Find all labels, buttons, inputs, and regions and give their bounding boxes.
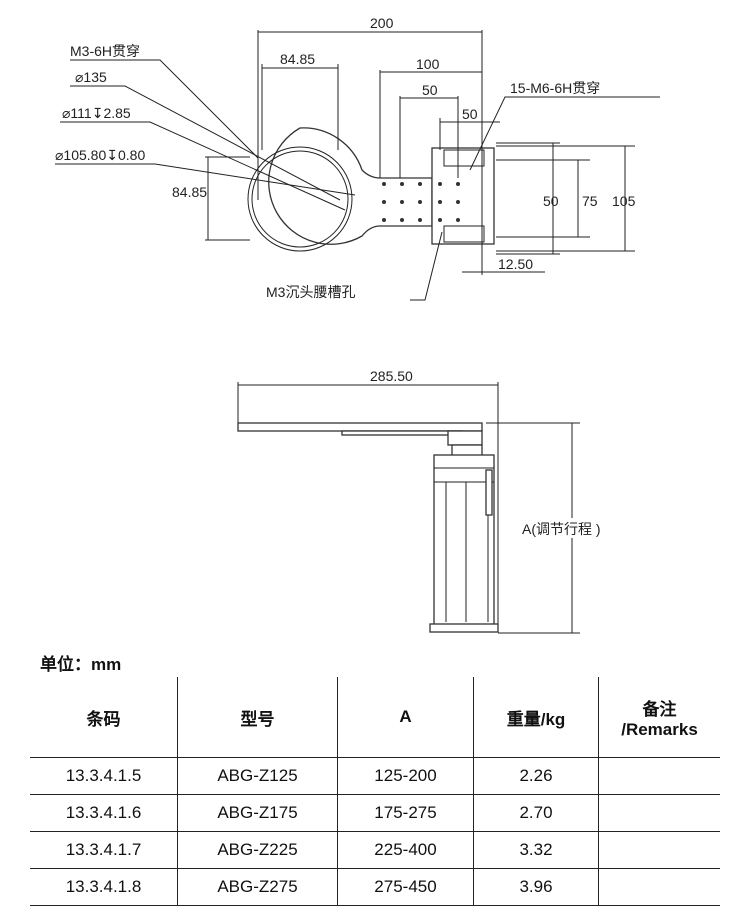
cell-barcode: 13.3.4.1.8: [30, 868, 178, 906]
table-header-row: 条码 型号 A 重量/kg 备注 /Remarks: [30, 677, 720, 758]
cell-model: ABG-Z125: [177, 757, 338, 795]
cell-remarks: [598, 868, 720, 906]
dim-12-50: 12.50: [498, 256, 533, 272]
cell-remarks: [598, 794, 720, 832]
dim-105-v: 105: [612, 193, 636, 209]
cell-weight: 2.26: [473, 757, 599, 795]
dim-50-a: 50: [422, 82, 438, 98]
cell-a: 275-450: [337, 868, 474, 906]
header-remarks: 备注 /Remarks: [598, 677, 720, 758]
side-view: 285.50 A(调节行程 ): [237, 368, 628, 634]
cell-a: 225-400: [337, 831, 474, 869]
cell-barcode: 13.3.4.1.6: [30, 794, 178, 832]
callout-phi111: ⌀111↧2.85: [62, 105, 131, 121]
unit-label: 单位：mm: [40, 655, 122, 674]
header-model: 型号: [177, 677, 338, 758]
callout-m3-slot: M3沉头腰槽孔: [266, 284, 355, 300]
callout-phi135: ⌀135: [75, 69, 107, 85]
callout-phi105: ⌀105.80↧0.80: [55, 147, 145, 163]
cell-remarks: [598, 757, 720, 795]
dim-84-85-v: 84.85: [172, 184, 207, 200]
cell-barcode: 13.3.4.1.5: [30, 757, 178, 795]
dim-100: 100: [416, 56, 440, 72]
cell-model: ABG-Z225: [177, 831, 338, 869]
top-view: 200 84.85 100 50 50 84.85 50 75 105 12.5…: [55, 15, 660, 301]
cell-weight: 2.70: [473, 794, 599, 832]
cell-barcode: 13.3.4.1.7: [30, 831, 178, 869]
callout-m6-thread: 15-M6-6H贯穿: [510, 80, 600, 96]
dim-200: 200: [370, 15, 394, 31]
cell-a: 175-275: [337, 794, 474, 832]
dim-84-85-h: 84.85: [280, 51, 315, 67]
dim-75-v: 75: [582, 193, 598, 209]
cell-weight: 3.96: [473, 868, 599, 906]
dim-285-50: 285.50: [370, 368, 413, 384]
cell-model: ABG-Z175: [177, 794, 338, 832]
cell-remarks: [598, 831, 720, 869]
dim-50-v: 50: [543, 193, 559, 209]
header-barcode: 条码: [86, 709, 121, 729]
dim-50-b: 50: [462, 106, 478, 122]
cell-model: ABG-Z275: [177, 868, 338, 906]
dim-stroke-a: A(调节行程 ): [522, 521, 601, 537]
cell-a: 125-200: [337, 757, 474, 795]
header-weight: 重量/kg: [473, 677, 599, 758]
callout-m3-thread: M3-6H贯穿: [70, 43, 140, 59]
technical-drawing: 200 84.85 100 50 50 84.85 50 75 105 12.5…: [55, 15, 660, 634]
header-a: A: [337, 677, 474, 758]
cell-weight: 3.32: [473, 831, 599, 869]
